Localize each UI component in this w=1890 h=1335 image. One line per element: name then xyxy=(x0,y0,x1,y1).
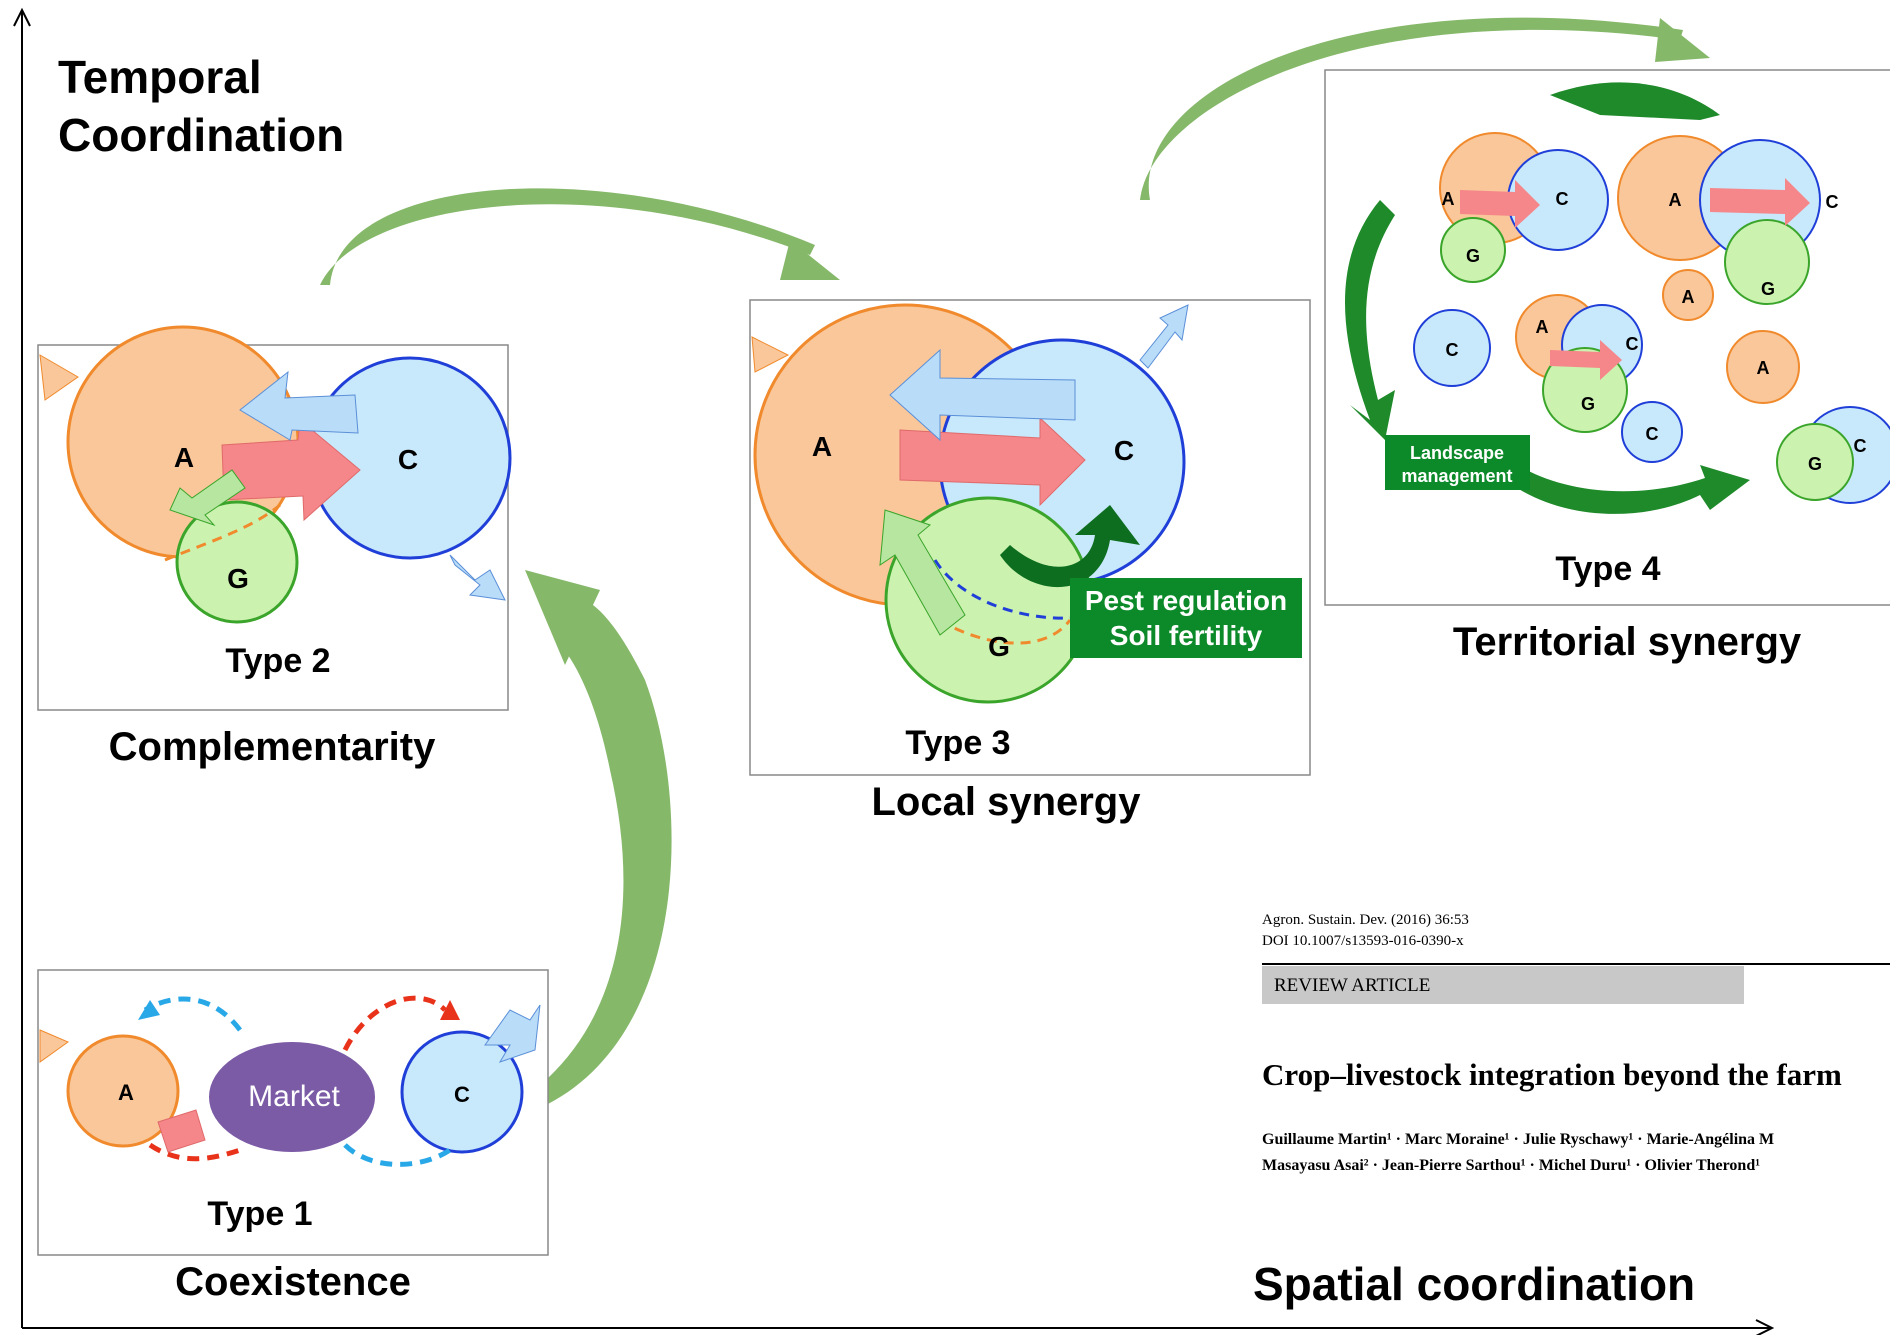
animal-node xyxy=(66,1034,180,1148)
paper-title: Crop–livestock integration beyond the fa… xyxy=(1262,1057,1842,1092)
node-label-c: C xyxy=(1626,334,1639,354)
progress-arrow-3-4 xyxy=(1140,17,1683,201)
node-label-a: A xyxy=(1669,190,1682,210)
paper-section: REVIEW ARTICLE xyxy=(1274,975,1430,996)
node-label-g: G xyxy=(1808,454,1822,474)
landscape-box-line1: Landscape xyxy=(1410,443,1504,463)
paper-journal: Agron. Sustain. Dev. (2016) 36:53 xyxy=(1262,912,1469,928)
grass-node xyxy=(175,500,299,624)
type-label: Type 1 xyxy=(207,1195,312,1233)
crop-node xyxy=(400,1030,524,1154)
node-label-a: A xyxy=(118,1080,134,1105)
y-axis-label: Temporal Coordination xyxy=(58,51,344,161)
progress-arrow-1-2 xyxy=(548,600,672,1104)
node-label-a: A xyxy=(812,431,832,462)
effect-box-line2: Soil fertility xyxy=(1110,620,1263,651)
node-label-c: C xyxy=(398,444,418,475)
node-label-market: Market xyxy=(248,1080,340,1113)
node-label-c: C xyxy=(1646,424,1659,444)
effect-box-line1: Pest regulation xyxy=(1085,585,1287,616)
node-label-g: G xyxy=(988,631,1010,662)
y-axis-label-line1: Temporal xyxy=(58,51,262,103)
node-label-g: G xyxy=(1761,279,1775,299)
node-label-g: G xyxy=(1466,246,1480,266)
y-axis xyxy=(13,7,31,1328)
node-label-g: G xyxy=(1581,394,1595,414)
panel-type-3 xyxy=(749,299,1311,776)
type-label: Type 2 xyxy=(225,642,330,680)
x-axis xyxy=(22,1319,1775,1335)
panel-caption: Coexistence xyxy=(175,1260,411,1304)
node-label-c: C xyxy=(1114,435,1134,466)
panel-caption: Territorial synergy xyxy=(1453,620,1802,664)
node-label-c: C xyxy=(1556,189,1569,209)
node-label-a: A xyxy=(1536,317,1549,337)
panel-caption: Local synergy xyxy=(871,780,1141,824)
node-label-c: C xyxy=(1446,340,1459,360)
effect-box xyxy=(1070,578,1302,658)
y-axis-label-line2: Coordination xyxy=(58,109,344,161)
progress-arrow-2-3 xyxy=(320,188,815,285)
node-label-a: A xyxy=(1682,287,1695,307)
panel-type-2 xyxy=(37,325,512,711)
node-label-a: A xyxy=(1442,189,1455,209)
panel-caption: Complementarity xyxy=(109,725,436,769)
progress-arrow-1-2-head xyxy=(525,570,600,665)
type-label: Type 4 xyxy=(1555,550,1660,588)
landscape-box xyxy=(1385,435,1530,490)
panel-type-4 xyxy=(1324,69,1890,606)
paper-authors-1: Guillaume Martin¹ · Marc Moraine¹ · Juli… xyxy=(1262,1131,1774,1148)
node-label-c: C xyxy=(1854,436,1867,456)
cluster-top-right xyxy=(1617,135,1821,305)
market-node xyxy=(209,1042,375,1152)
progress-arrow-2-3-head xyxy=(780,240,840,280)
type-label: Type 3 xyxy=(905,724,1010,762)
x-axis-label: Spatial coordination xyxy=(1253,1258,1695,1310)
progress-arrow-3-4-head xyxy=(1655,18,1710,62)
node-label-c: C xyxy=(454,1082,470,1107)
paper-authors-2: Masayasu Asai² · Jean-Pierre Sarthou¹ · … xyxy=(1262,1157,1760,1174)
paper-doi: DOI 10.1007/s13593-016-0390-x xyxy=(1262,933,1464,949)
node-label-a: A xyxy=(1757,358,1770,378)
landscape-box-line2: management xyxy=(1401,466,1512,486)
node-label-c: C xyxy=(1826,192,1839,212)
cluster-bottom-right xyxy=(1621,330,1890,504)
node-label-g: G xyxy=(227,563,249,594)
cluster-top-left xyxy=(1439,132,1609,283)
panel-type-1 xyxy=(37,969,549,1256)
cluster-middle xyxy=(1413,294,1643,433)
node-label-a: A xyxy=(174,442,194,473)
paper-snippet: Agron. Sustain. Dev. (2016) 36:53 DOI 10… xyxy=(1262,912,1890,1174)
